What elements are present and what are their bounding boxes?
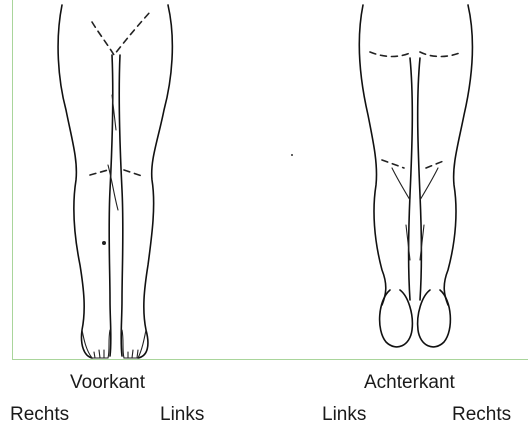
back-view-label: Achterkant: [364, 372, 455, 394]
front-inner-left: [119, 55, 123, 356]
front-legs: [58, 5, 172, 358]
front-mark-dot: [102, 241, 106, 245]
legs-diagram: [0, 0, 530, 360]
front-knee-dashes: [90, 170, 142, 176]
front-left-leg-outline: [138, 5, 172, 358]
back-left-leg-outline: [359, 5, 385, 305]
back-legs: [359, 5, 472, 347]
front-left-label: Links: [160, 404, 204, 426]
back-inner-left: [409, 58, 413, 300]
front-left-foot: [122, 330, 146, 358]
front-groin-dashes: [92, 12, 150, 55]
back-right-leg-outline: [444, 5, 472, 305]
front-right-label: Rechts: [10, 404, 69, 426]
back-inner-right: [418, 58, 422, 300]
back-left-label: Links: [322, 404, 366, 426]
back-gluteal-dashes: [370, 52, 462, 57]
speck: [291, 154, 293, 156]
front-view-label: Voorkant: [70, 372, 145, 394]
back-knee-dashes: [382, 160, 446, 168]
front-right-leg-outline: [58, 5, 92, 358]
back-right-label: Rechts: [452, 404, 511, 426]
